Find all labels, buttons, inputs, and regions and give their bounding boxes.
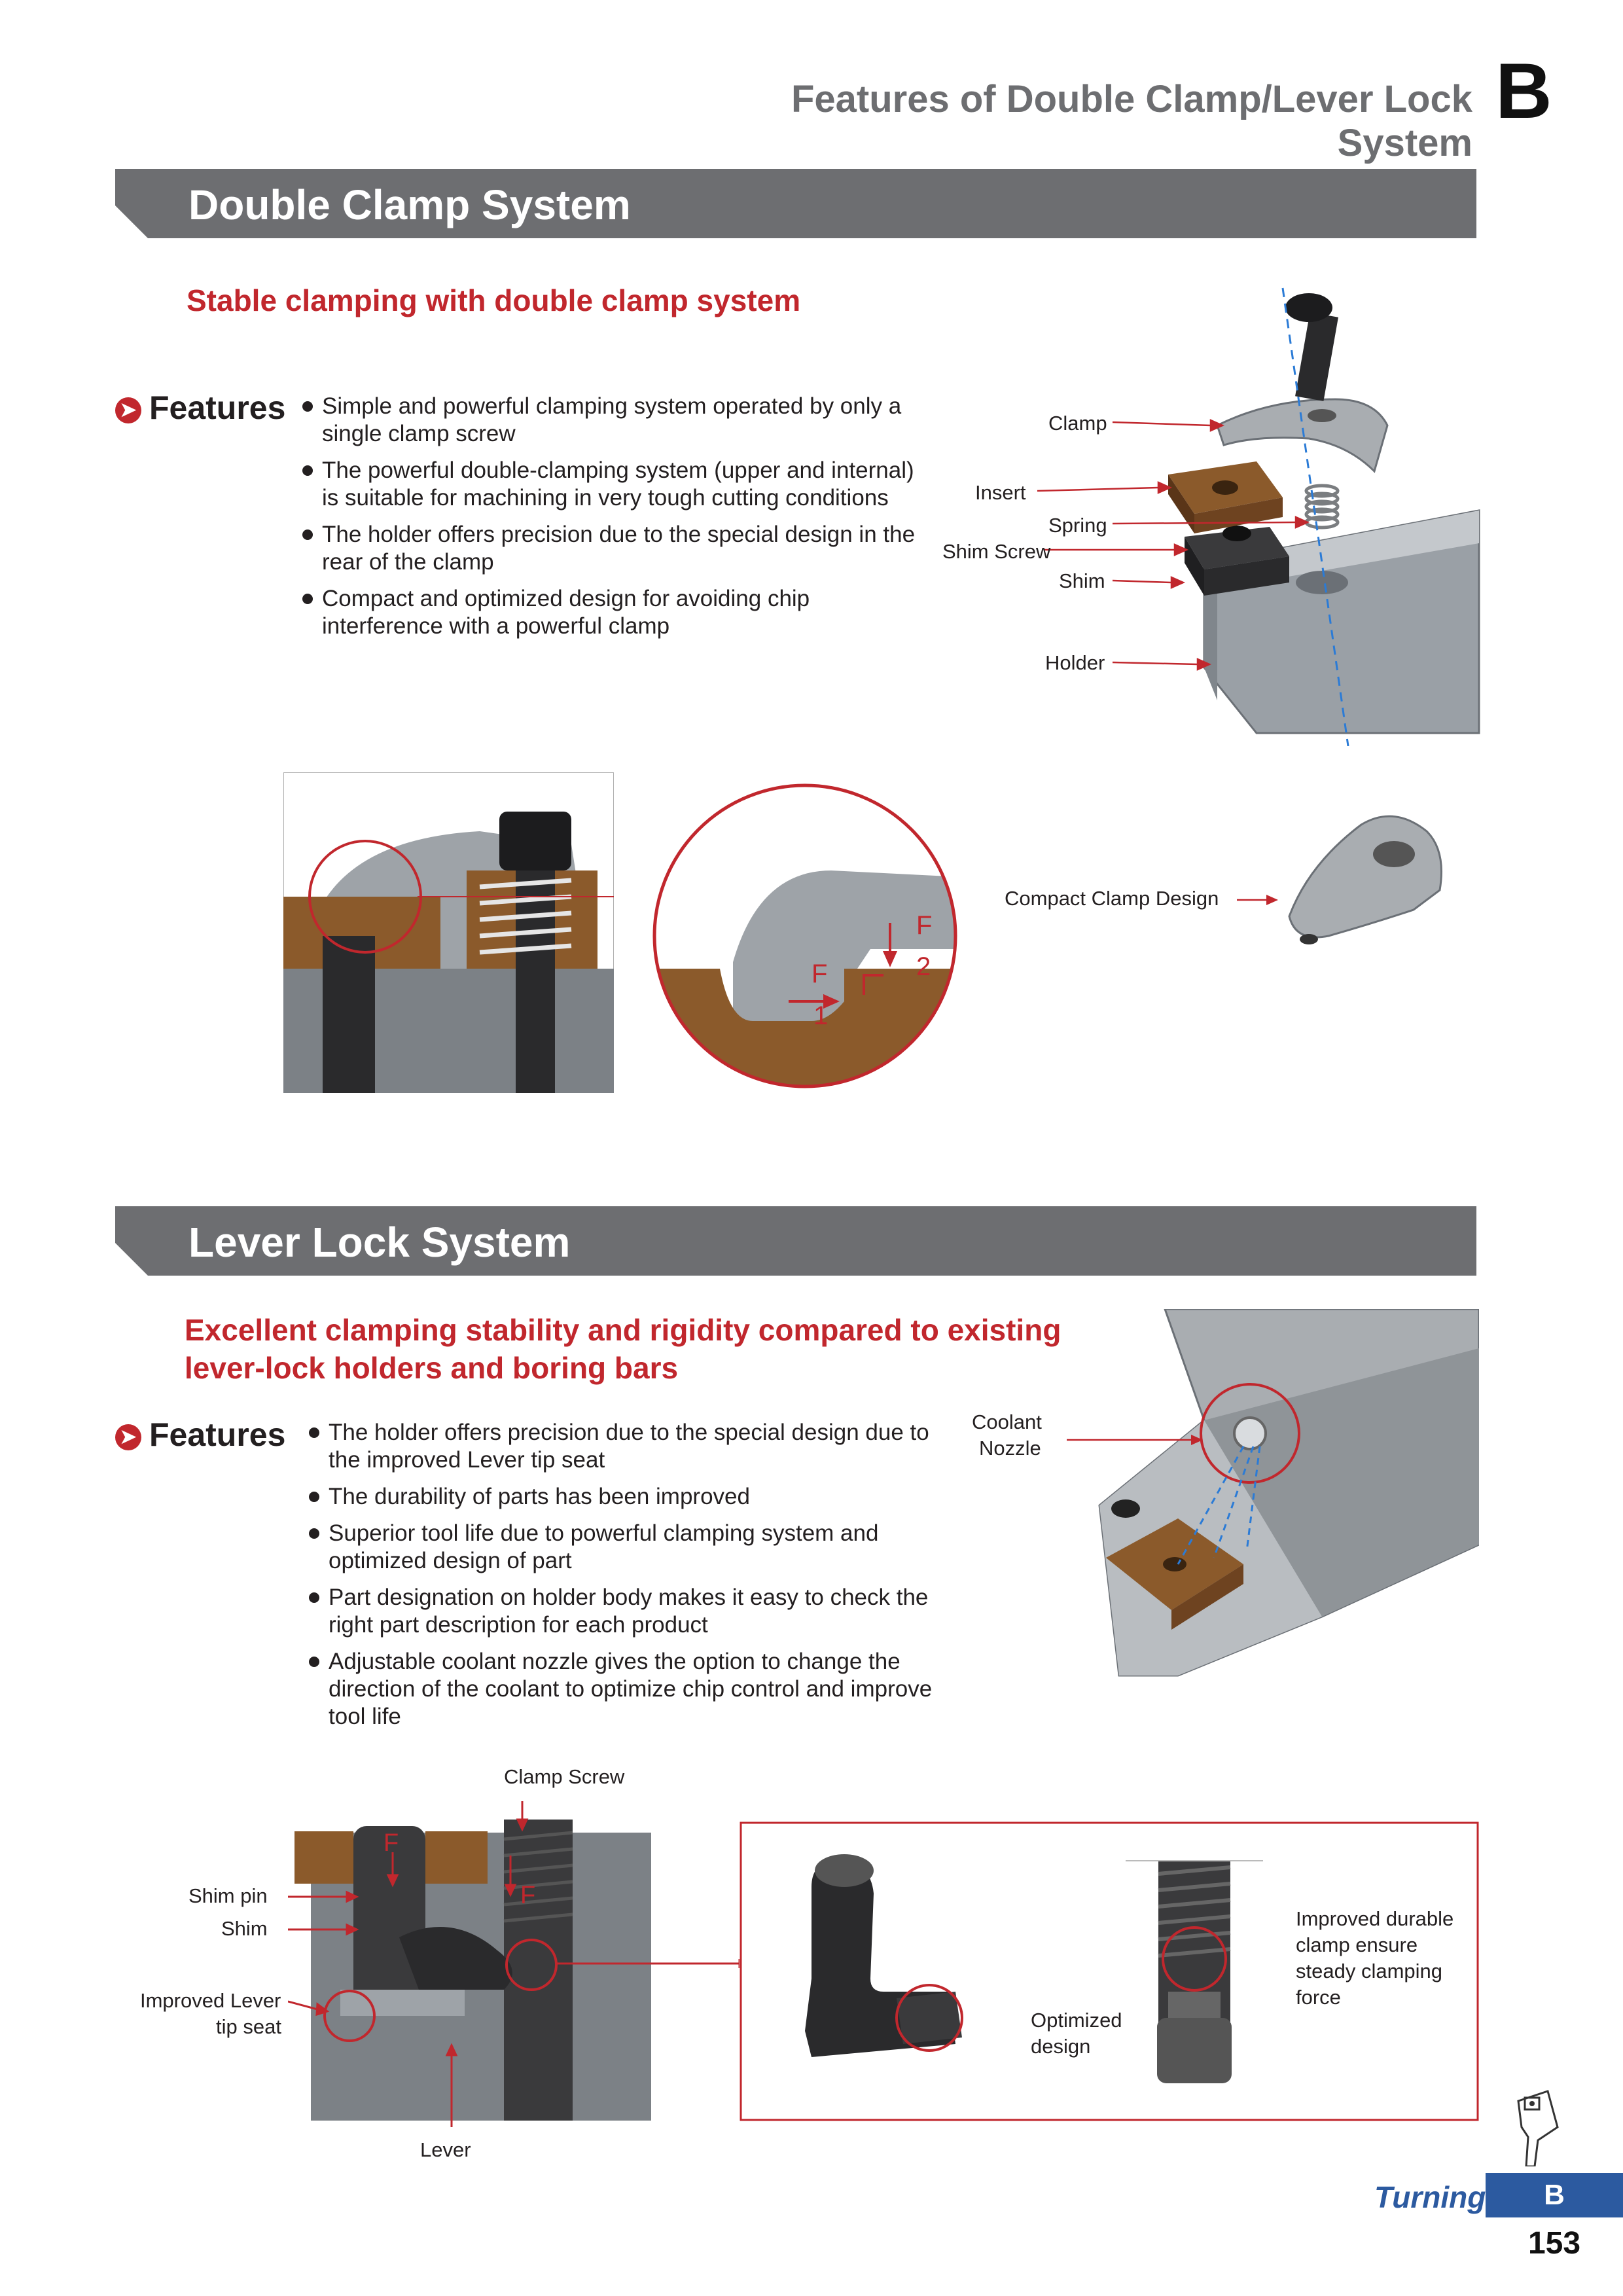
lever-lock-parts-detail	[740, 1821, 1479, 2121]
exploded-view-figure	[1037, 287, 1480, 746]
compact-clamp-figure	[1237, 815, 1442, 944]
lever-lock-cross-section	[288, 1801, 740, 2127]
label-coolant: Coolant	[972, 1410, 1042, 1433]
force-f2-letter: F	[916, 911, 933, 940]
footer-section-tab: B	[1486, 2173, 1623, 2217]
label-insert: Insert	[975, 481, 1026, 504]
section-letter: B	[1495, 47, 1552, 135]
force-f-side: F	[520, 1882, 536, 1909]
lever-lock-subheading-line2: lever-lock holders and boring bars	[185, 1351, 679, 1385]
list-item: The holder offers precision due to the s…	[300, 521, 921, 576]
label-durable-line4: force	[1296, 1986, 1341, 2009]
magnified-detail-figure	[652, 783, 957, 1088]
force-f1-letter: F	[812, 960, 828, 988]
arrow-circle-icon: ➤	[115, 397, 141, 423]
list-item: Simple and powerful clamping system oper…	[300, 393, 921, 448]
label-shim: Shim	[1059, 569, 1105, 592]
list-item: Compact and optimized design for avoidin…	[300, 585, 921, 640]
footer-category: Turning	[1374, 2180, 1486, 2214]
label-spring: Spring	[1048, 514, 1107, 537]
list-item: Part designation on holder body makes it…	[306, 1584, 935, 1639]
lever-lock-section-bar: Lever Lock System	[115, 1206, 1476, 1276]
label-shim-lower: Shim	[221, 1917, 268, 1940]
list-item: Superior tool life due to powerful clamp…	[306, 1520, 935, 1575]
lever-lock-features-heading: ➤Features	[115, 1416, 285, 1454]
list-item: The durability of parts has been improve…	[306, 1483, 935, 1511]
label-shim-screw: Shim Screw	[942, 540, 1051, 563]
label-shim-pin: Shim pin	[188, 1884, 268, 1907]
page-title: Features of Double Clamp/Lever Lock Syst…	[791, 78, 1472, 164]
label-lever: Lever	[420, 2138, 471, 2161]
arrow-circle-icon: ➤	[115, 1424, 141, 1450]
double-clamp-features-heading: ➤Features	[115, 389, 285, 427]
force-f1-index: 1	[813, 1001, 829, 1030]
label-holder: Holder	[1045, 651, 1105, 674]
boring-bar-figure	[1067, 1309, 1479, 1677]
list-item: Adjustable coolant nozzle gives the opti…	[306, 1648, 935, 1731]
label-clamp-screw: Clamp Screw	[504, 1765, 625, 1788]
label-optimized-line2: design	[1031, 2035, 1091, 2058]
lever-lock-subheading-line1: Excellent clamping stability and rigidit…	[185, 1313, 1061, 1347]
label-optimized-line1: Optimized	[1031, 2009, 1122, 2032]
lever-lock-feature-list: The holder offers precision due to the s…	[306, 1419, 935, 1740]
label-compact-clamp: Compact Clamp Design	[1005, 887, 1219, 910]
force-f2-index: 2	[916, 952, 931, 981]
double-clamp-feature-list: Simple and powerful clamping system oper…	[300, 393, 921, 649]
label-lever-seat-line1: Improved Lever	[140, 1989, 281, 2012]
label-nozzle: Nozzle	[979, 1437, 1041, 1460]
label-clamp: Clamp	[1048, 412, 1107, 435]
double-clamp-title: Double Clamp System	[188, 181, 631, 228]
double-clamp-subheading: Stable clamping with double clamp system	[187, 283, 801, 317]
label-durable-line2: clamp ensure	[1296, 1933, 1418, 1956]
list-item: The holder offers precision due to the s…	[306, 1419, 935, 1474]
label-lever-seat-line2: tip seat	[216, 2015, 281, 2038]
list-item: The powerful double-clamping system (upp…	[300, 457, 921, 512]
label-durable-line3: steady clamping	[1296, 1960, 1443, 1982]
double-clamp-cross-section	[283, 772, 614, 1093]
double-clamp-section-bar: Double Clamp System	[115, 169, 1476, 238]
page-number: 153	[1527, 2226, 1581, 2261]
label-durable-line1: Improved durable	[1296, 1907, 1454, 1930]
force-f-top: F	[383, 1829, 399, 1857]
lever-lock-title: Lever Lock System	[188, 1219, 571, 1266]
turning-tool-icon	[1517, 2090, 1559, 2166]
